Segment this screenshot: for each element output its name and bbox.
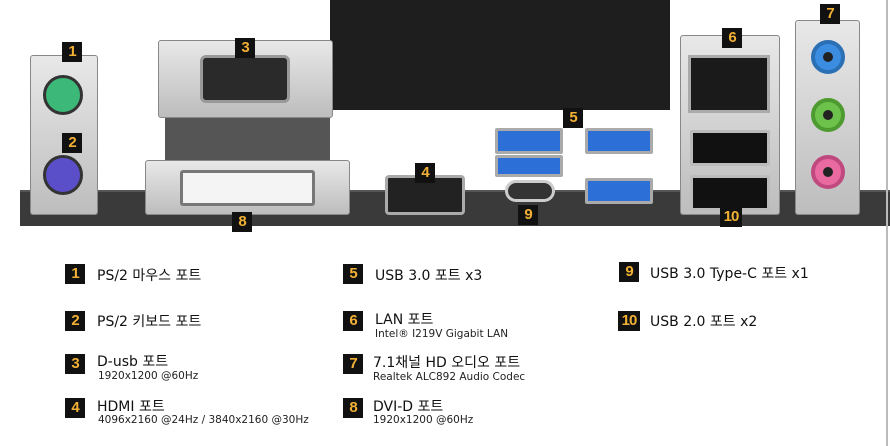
legend-badge-3: 3	[65, 354, 85, 374]
legend-title-7: 7.1채널 HD 오디오 포트	[373, 355, 521, 371]
audio-jack-pink	[811, 155, 845, 189]
callout-6: 6	[722, 28, 742, 48]
legend-badge-6: 6	[343, 311, 363, 331]
board-background	[330, 0, 670, 110]
usb3-port-lower-housing	[495, 155, 563, 177]
legend-title-5: USB 3.0 포트 x3	[375, 268, 483, 284]
legend-title-3: D-usb 포트	[97, 354, 169, 370]
legend-badge-2: 2	[65, 311, 85, 331]
dvi-port	[180, 170, 315, 206]
legend-title-6: LAN 포트	[375, 312, 434, 328]
legend-sub-8: 1920x1200 @60Hz	[373, 414, 474, 426]
legend-title-8: DVI-D 포트	[373, 399, 444, 415]
usb3-port	[495, 128, 563, 154]
vga-body	[165, 118, 330, 163]
ps2-keyboard-port	[43, 155, 83, 195]
legend-badge-4: 4	[65, 398, 85, 418]
right-border-divider	[886, 0, 888, 446]
ps2-mouse-port	[43, 75, 83, 115]
vga-port	[200, 55, 290, 103]
usb2-port	[690, 130, 770, 166]
audio-jack-blue	[811, 40, 845, 74]
callout-4: 4	[415, 163, 435, 183]
callout-8: 8	[232, 212, 252, 232]
usb-type-c-port	[505, 180, 555, 202]
legend-badge-9: 9	[619, 262, 639, 282]
callout-2: 2	[62, 133, 82, 153]
legend-badge-10: 10	[618, 311, 640, 331]
legend-badge-7: 7	[343, 354, 363, 374]
callout-5: 5	[563, 108, 583, 128]
legend-title-9: USB 3.0 Type-C 포트 x1	[650, 266, 809, 282]
audio-jack-green	[811, 98, 845, 132]
legend-title-2: PS/2 키보드 포트	[97, 314, 202, 330]
callout-10: 10	[720, 207, 742, 227]
legend-badge-5: 5	[343, 264, 363, 284]
usb2-port	[690, 175, 770, 211]
legend-badge-8: 8	[343, 398, 363, 418]
legend-sub-6: Intel® I219V Gigabit LAN	[375, 328, 509, 340]
legend-title-10: USB 2.0 포트 x2	[650, 314, 758, 330]
legend-badge-1: 1	[65, 264, 85, 284]
usb3-port	[585, 178, 653, 204]
legend-title-1: PS/2 마우스 포트	[97, 268, 202, 284]
legend-title-4: HDMI 포트	[97, 399, 165, 415]
callout-7: 7	[820, 4, 840, 24]
legend-sub-7: Realtek ALC892 Audio Codec	[373, 371, 526, 383]
lan-port	[688, 55, 770, 113]
legend-sub-4: 4096x2160 @24Hz / 3840x2160 @30Hz	[98, 414, 309, 426]
callout-9: 9	[518, 205, 538, 225]
callout-1: 1	[62, 42, 82, 62]
usb3-port	[585, 128, 653, 154]
callout-3: 3	[235, 38, 255, 58]
legend-sub-3: 1920x1200 @60Hz	[98, 370, 199, 382]
